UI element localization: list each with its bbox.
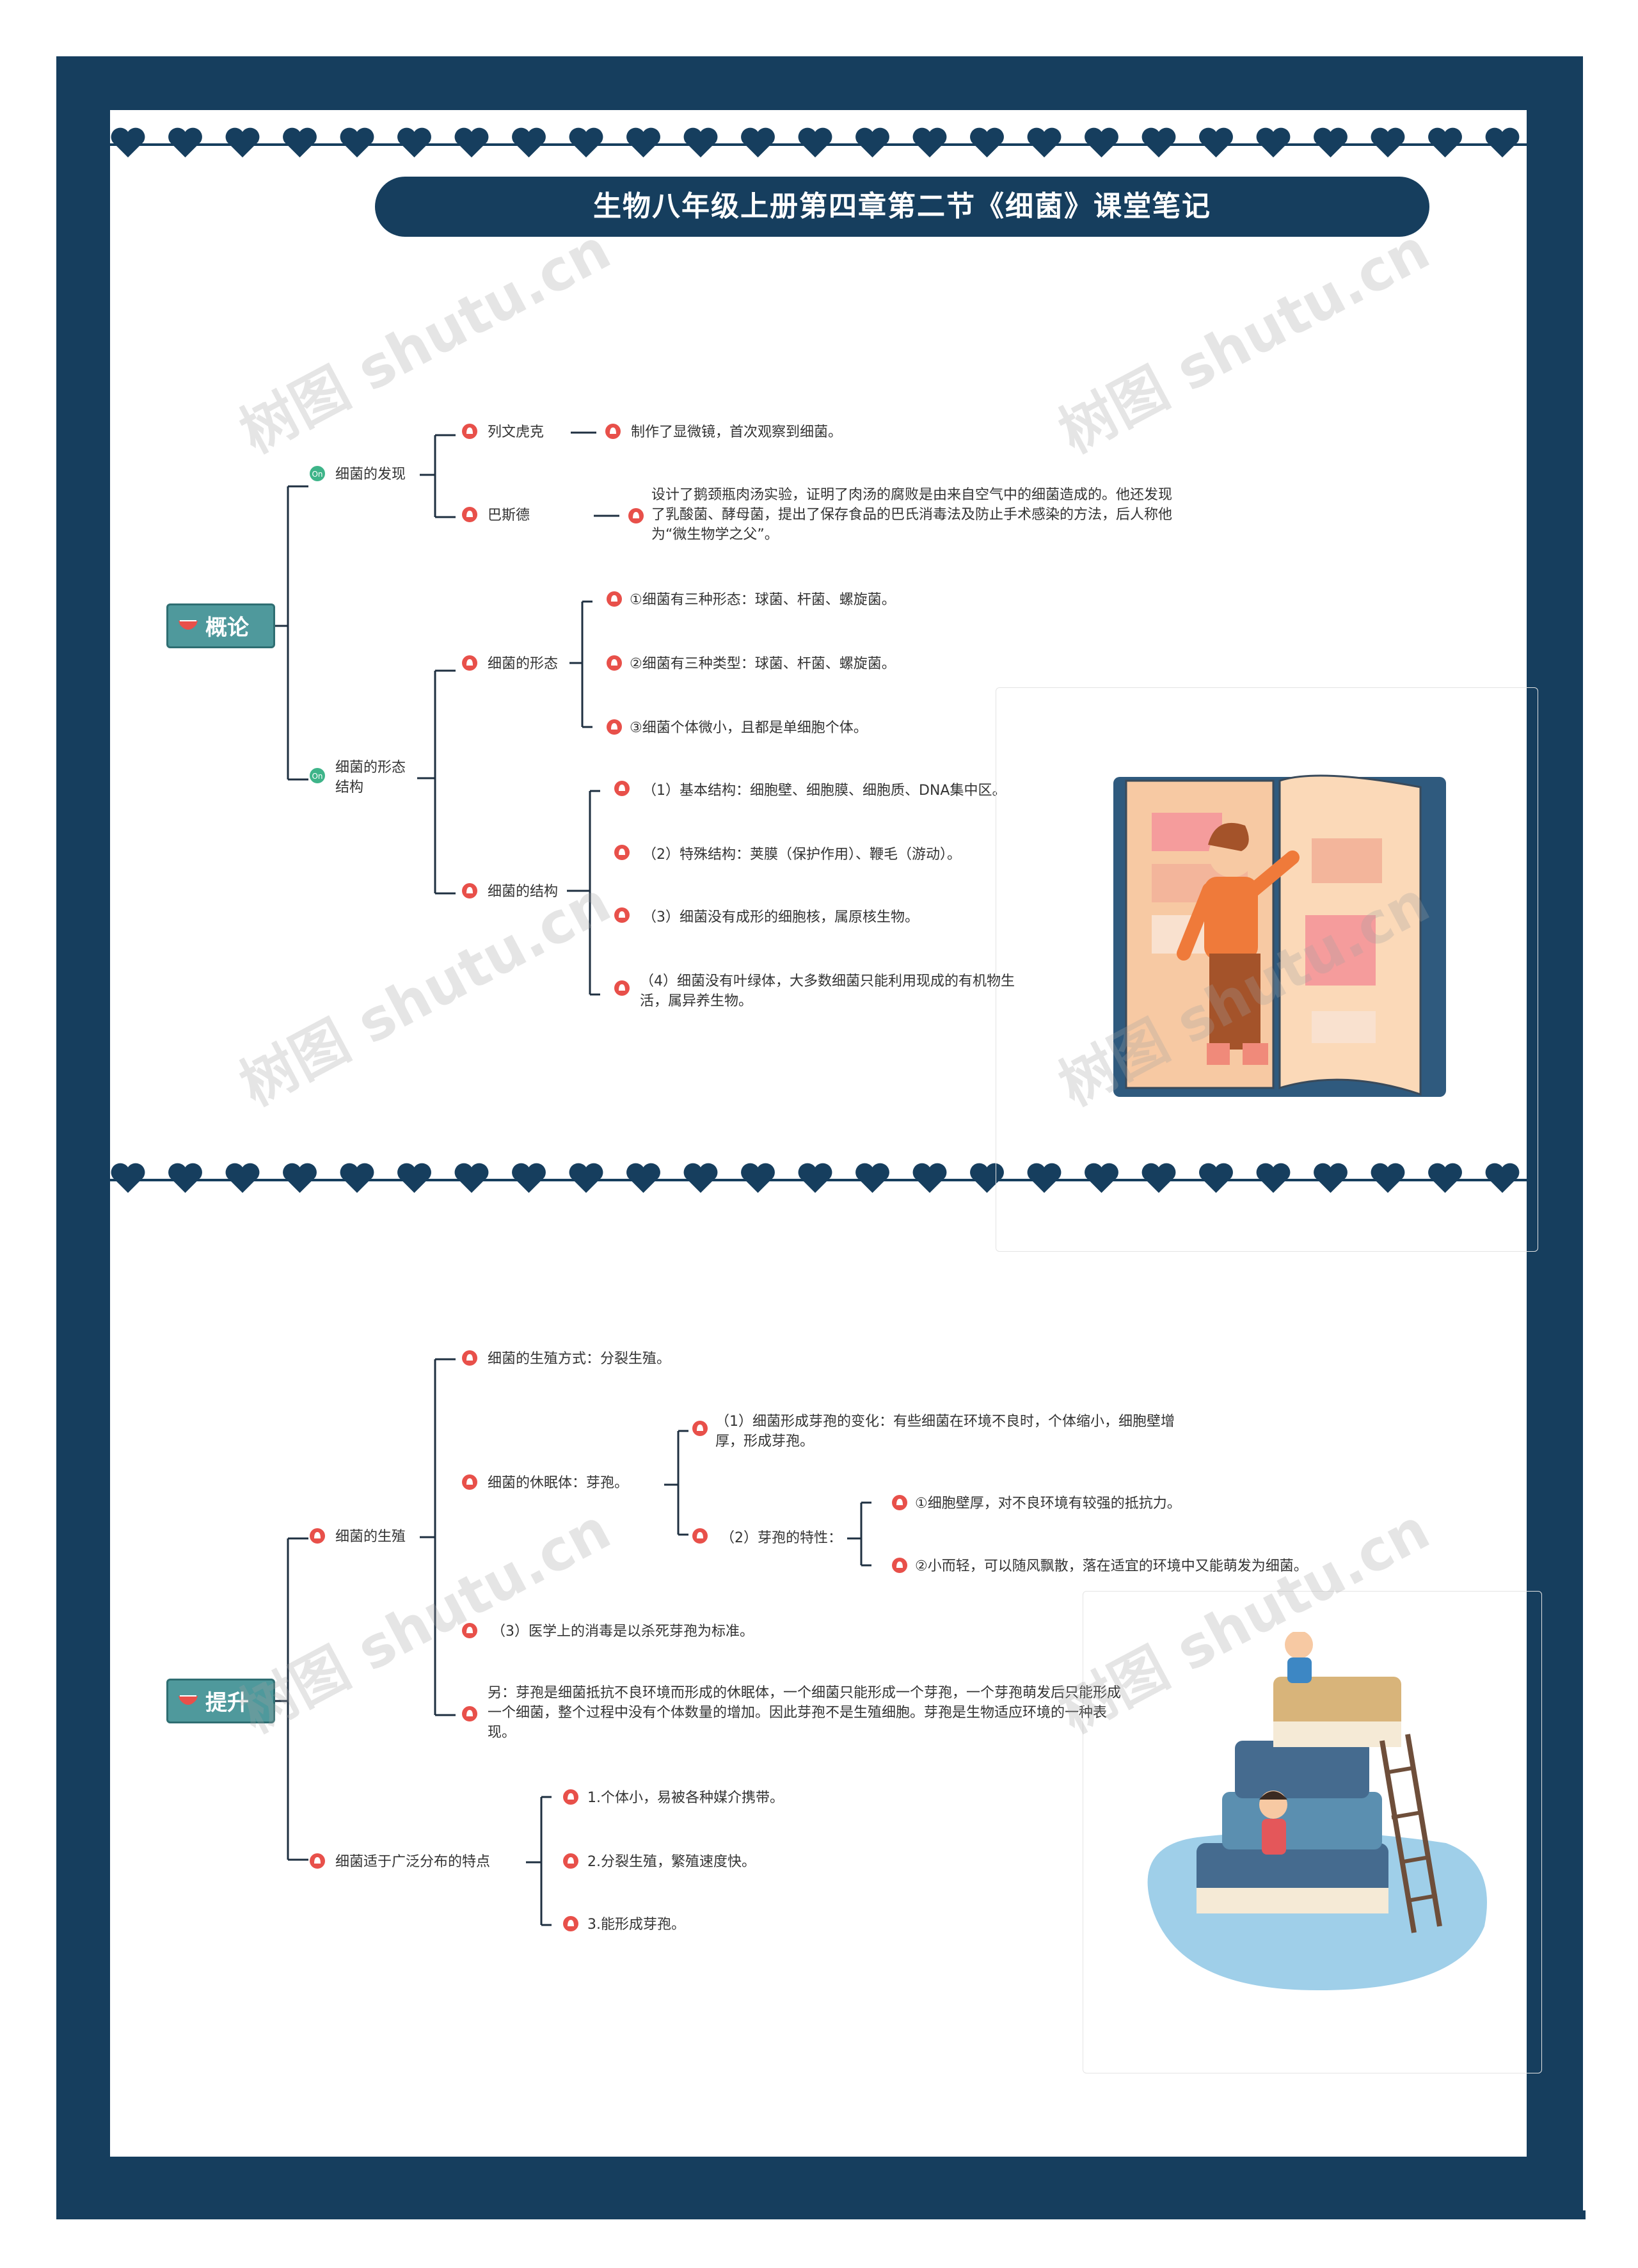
red-badge-icon: [461, 1622, 479, 1640]
node-morphology[interactable]: 细菌的形态: [488, 654, 558, 674]
red-badge-icon: [562, 1852, 580, 1870]
node-spore-note: 另：芽孢是细菌抵抗不良环境而形成的休眠体，一个细菌只能形成一个芽孢，一个芽孢萌发…: [488, 1683, 1134, 1743]
red-badge-icon: [691, 1527, 709, 1545]
distribution-item: 2.分裂生殖，繁殖速度快。: [587, 1852, 756, 1872]
main-node-advanced[interactable]: 提升: [166, 1679, 275, 1723]
red-badge-icon: [891, 1556, 909, 1574]
main-node-overview[interactable]: 概论: [166, 603, 275, 648]
node-leeuwenhoek[interactable]: 列文虎克: [488, 422, 544, 442]
node-spore-traits[interactable]: （2）芽孢的特性：: [720, 1528, 842, 1548]
structure-item: （3）细菌没有成形的细胞核，属原核生物。: [642, 907, 919, 927]
svg-text:On: On: [312, 772, 322, 781]
node-dormant-body[interactable]: 细菌的休眠体：芽孢。: [488, 1473, 628, 1493]
branch-wide-distribution[interactable]: 细菌适于广泛分布的特点: [335, 1852, 490, 1872]
red-badge-icon: [308, 1527, 326, 1545]
red-badge-icon: [613, 906, 631, 924]
boy-reading-book-illustration: [1101, 762, 1459, 1146]
red-badge-icon: [461, 1473, 479, 1491]
red-badge-icon: [461, 1705, 479, 1723]
distribution-item: 1.个体小，易被各种媒介携带。: [587, 1788, 784, 1808]
structure-item: （4）细菌没有叶绿体，大多数细菌只能利用现成的有机物生活，属异养生物。: [640, 971, 1024, 1011]
node-disinfection-standard[interactable]: （3）医学上的消毒是以杀死芽孢为标准。: [491, 1622, 754, 1641]
red-badge-icon: [461, 1349, 479, 1367]
main-node-label: 提升: [205, 1690, 249, 1716]
spore-trait-item: ②小而轻，可以随风飘散，落在适宜的环境中又能萌发为细菌。: [915, 1556, 1308, 1576]
red-badge-icon: [691, 1419, 709, 1437]
red-badge-icon: [461, 506, 479, 523]
branch-discovery[interactable]: 细菌的发现: [335, 465, 406, 484]
red-badge-icon: [613, 779, 631, 797]
red-badge-icon: [562, 1788, 580, 1806]
branch-reproduction[interactable]: 细菌的生殖: [335, 1527, 406, 1547]
note-leeuwenhoek: 制作了显微镜，首次观察到细菌。: [631, 422, 842, 442]
morphology-item: ③细菌个体微小，且都是单细胞个体。: [630, 718, 868, 738]
red-badge-icon: [604, 422, 622, 440]
red-badge-icon: [562, 1915, 580, 1933]
red-badge-icon: [613, 843, 631, 861]
red-badge-icon: [613, 979, 631, 997]
node-reproduction-mode[interactable]: 细菌的生殖方式：分裂生殖。: [488, 1349, 671, 1369]
red-badge-icon: [627, 507, 645, 525]
morphology-item: ②细菌有三种类型：球菌、杆菌、螺旋菌。: [630, 654, 896, 674]
svg-text:On: On: [312, 470, 322, 479]
red-badge-icon: [605, 654, 623, 672]
red-badge-icon: [461, 882, 479, 900]
morphology-item: ①细菌有三种形态：球菌、杆菌、螺旋菌。: [630, 590, 896, 610]
node-pasteur[interactable]: 巴斯德: [488, 506, 530, 525]
green-circle-icon: On: [308, 465, 326, 483]
distribution-item: 3.能形成芽孢。: [587, 1915, 685, 1935]
branch-morphology-structure[interactable]: 细菌的形态结构: [335, 758, 418, 797]
note-pasteur: 设计了鹅颈瓶肉汤实验，证明了肉汤的腐败是由来自空气中的细菌造成的。他还发现了乳酸…: [651, 485, 1176, 545]
structure-item: （1）基本结构：细胞壁、细胞膜、细胞质、DNA集中区。: [642, 781, 1006, 801]
spore-trait-item: ①细胞壁厚，对不良环境有较强的抵抗力。: [915, 1494, 1181, 1513]
structure-item: （2）特殊结构：荚膜（保护作用）、鞭毛（游动）。: [642, 845, 961, 865]
green-circle-icon: On: [308, 767, 326, 785]
node-structure[interactable]: 细菌的结构: [488, 882, 558, 902]
red-badge-icon: [461, 654, 479, 672]
red-badge-icon: [605, 718, 623, 736]
ribbon-heart-icon: [177, 618, 199, 635]
red-badge-icon: [891, 1494, 909, 1512]
ribbon-heart-icon: [177, 1693, 199, 1710]
red-badge-icon: [461, 422, 479, 440]
main-node-label: 概论: [205, 615, 249, 641]
red-badge-icon: [605, 590, 623, 608]
kids-on-books-illustration: [1126, 1632, 1510, 2016]
red-badge-icon: [308, 1852, 326, 1870]
node-spore-formation: （1）细菌形成芽孢的变化：有些细菌在环境不良时，个体缩小，细胞壁增厚，形成芽孢。: [715, 1412, 1189, 1451]
